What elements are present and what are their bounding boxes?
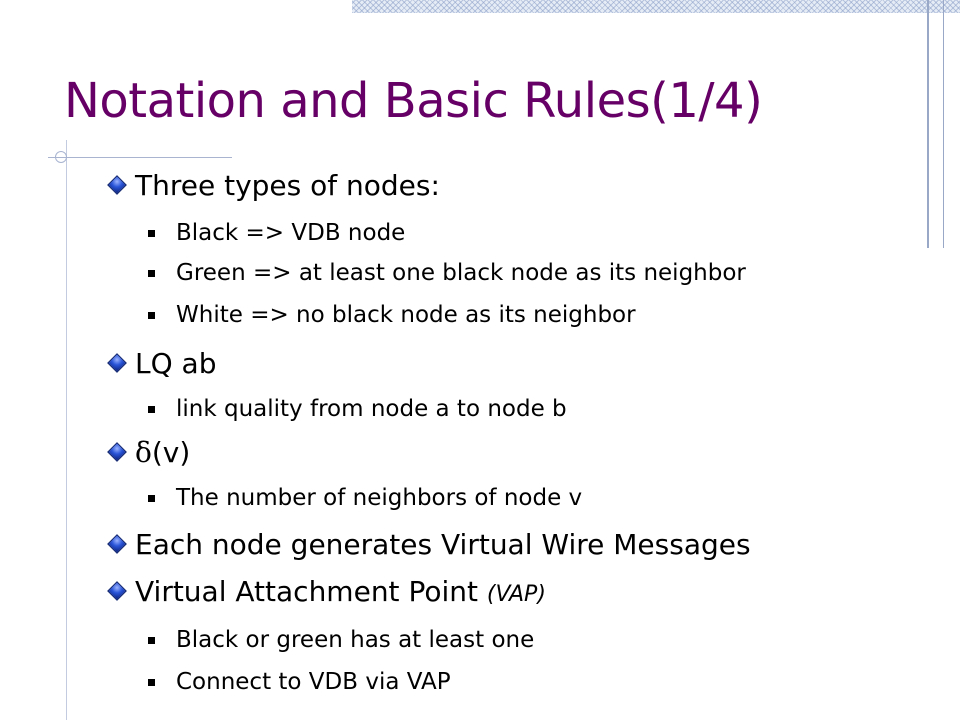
sub-bullet-item: The number of neighbors of node v bbox=[148, 484, 582, 512]
frame-vertical-line bbox=[943, 0, 944, 248]
square-bullet-icon bbox=[148, 679, 155, 686]
sub-bullet-item: Connect to VDB via VAP bbox=[148, 668, 451, 696]
diamond-bullet-icon bbox=[107, 353, 127, 373]
bullet-text: Each node generates Virtual Wire Message… bbox=[135, 528, 751, 561]
sub-bullet-item: link quality from node a to node b bbox=[148, 395, 567, 423]
square-bullet-icon bbox=[148, 312, 155, 319]
frame-vertical-line bbox=[66, 140, 67, 720]
square-bullet-icon bbox=[148, 637, 155, 644]
sub-bullet-text: Connect to VDB via VAP bbox=[176, 669, 451, 695]
delta-argument: (v) bbox=[151, 436, 191, 469]
bullet-item: Each node generates Virtual Wire Message… bbox=[106, 528, 751, 562]
sub-bullet-text: Green => at least one black node as its … bbox=[176, 260, 746, 286]
diamond-bullet-icon bbox=[107, 581, 127, 601]
diamond-bullet-icon bbox=[107, 175, 127, 195]
sub-bullet-text: Black or green has at least one bbox=[176, 627, 535, 653]
sub-bullet-text: White => no black node as its neighbor bbox=[176, 302, 636, 328]
bullet-item: Three types of nodes: bbox=[106, 169, 440, 203]
square-bullet-icon bbox=[148, 495, 155, 502]
frame-horizontal-line bbox=[48, 157, 232, 158]
vap-term: Virtual Attachment Point bbox=[135, 575, 487, 608]
sub-bullet-item: Black => VDB node bbox=[148, 219, 405, 247]
sub-bullet-text: The number of neighbors of node v bbox=[176, 485, 583, 511]
bullet-item: LQ ab bbox=[106, 347, 216, 381]
slide-title: Notation and Basic Rules(1/4) bbox=[64, 73, 763, 129]
diamond-bullet-icon bbox=[107, 442, 127, 462]
sub-bullet-text: link quality from node a to node b bbox=[176, 396, 567, 422]
square-bullet-icon bbox=[148, 406, 155, 413]
top-hatch-band bbox=[352, 0, 960, 13]
sub-bullet-text: Black => VDB node bbox=[176, 220, 406, 246]
frame-vertical-line bbox=[927, 0, 929, 248]
bullet-text: δ(v) bbox=[135, 436, 190, 469]
bullet-item: Virtual Attachment Point (VAP) bbox=[106, 575, 546, 612]
sub-bullet-item: Green => at least one black node as its … bbox=[148, 259, 746, 287]
vap-abbreviation: (VAP) bbox=[486, 582, 546, 607]
frame-circle-ornament bbox=[55, 151, 67, 163]
bullet-item: δ(v) bbox=[106, 436, 190, 470]
delta-symbol: δ bbox=[135, 436, 152, 469]
bullet-text: Virtual Attachment Point (VAP) bbox=[135, 575, 546, 608]
bullet-text: LQ ab bbox=[135, 347, 217, 380]
diamond-bullet-icon bbox=[107, 534, 127, 554]
sub-bullet-item: Black or green has at least one bbox=[148, 626, 534, 654]
bullet-text: Three types of nodes: bbox=[135, 169, 440, 202]
square-bullet-icon bbox=[148, 270, 155, 277]
square-bullet-icon bbox=[148, 230, 155, 237]
sub-bullet-item: White => no black node as its neighbor bbox=[148, 301, 636, 329]
